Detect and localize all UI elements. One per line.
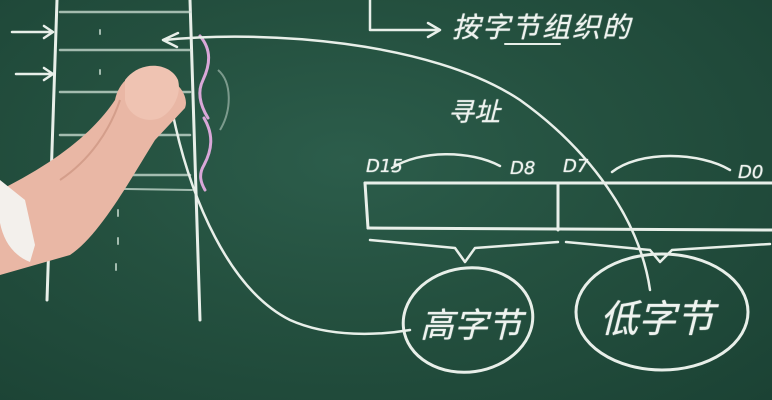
hand-illustration bbox=[0, 65, 186, 275]
pink-braces bbox=[198, 34, 230, 192]
addressing-label: 寻址 bbox=[448, 98, 501, 128]
low-byte-label: 低字节 bbox=[600, 297, 715, 341]
top-note-text: 按字节组织的 bbox=[452, 11, 633, 44]
bit-label-d8: D8 bbox=[510, 158, 536, 179]
dotted-marks bbox=[99, 29, 119, 271]
top-note-arrow bbox=[368, 0, 561, 45]
left-arrows bbox=[10, 24, 55, 82]
high-byte-label: 高字节 bbox=[420, 306, 522, 346]
register-box bbox=[363, 153, 772, 264]
low-byte-circle bbox=[574, 252, 750, 372]
arrow-head-top bbox=[161, 31, 180, 49]
bit-label-d0: D0 bbox=[738, 162, 764, 183]
pointer-curve-bottom bbox=[170, 108, 412, 336]
pointer-curve-top bbox=[163, 35, 652, 292]
high-byte-circle bbox=[401, 266, 535, 374]
bit-label-d7: D7 bbox=[563, 156, 589, 177]
bit-label-d15: D15 bbox=[366, 156, 403, 177]
